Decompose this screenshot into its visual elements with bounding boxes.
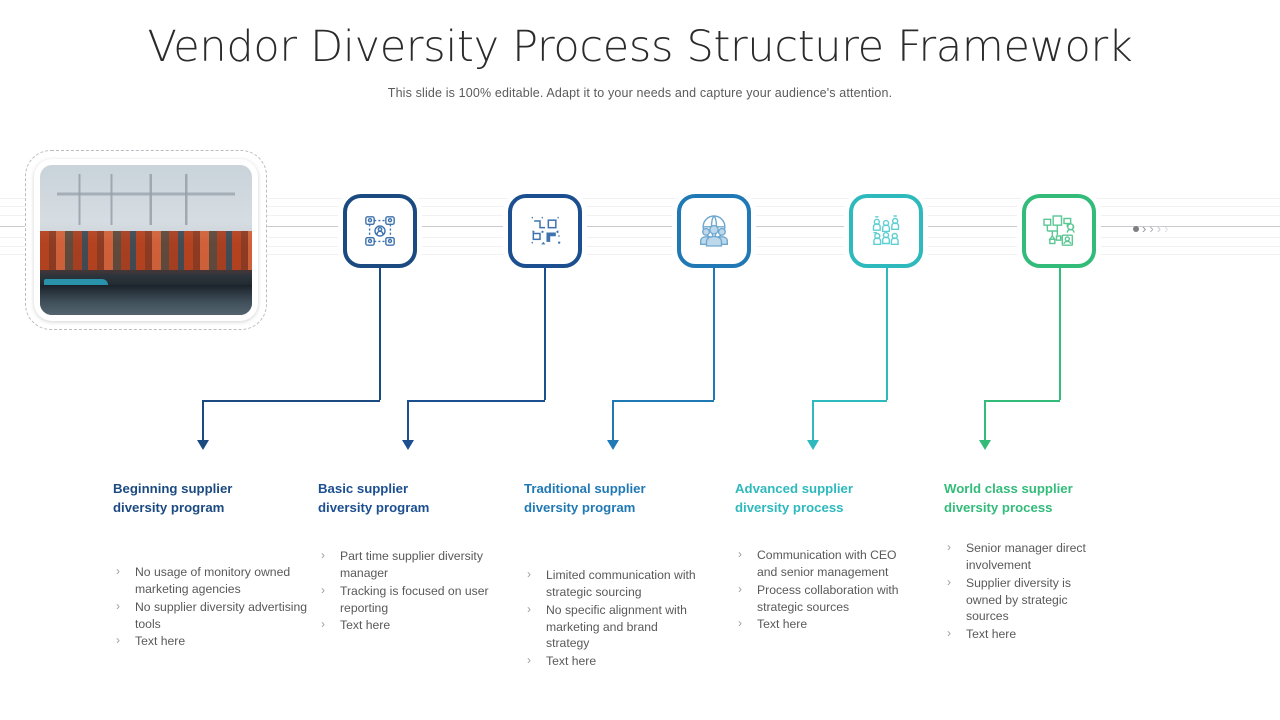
chevron-right-icon: › — [321, 548, 325, 563]
bullet-text: Part time supplier diversity manager — [340, 549, 483, 581]
stage-heading-4: Advanced supplier diversity process — [735, 481, 853, 515]
stage-heading-3: Traditional supplier diversity program — [524, 481, 646, 515]
chevron-right-icon: › — [1156, 221, 1162, 236]
list-item: › Communication with CEO and senior manag… — [735, 547, 900, 580]
list-item: › Supplier diversity is owned by strategi… — [944, 575, 1109, 625]
bullet-text: Limited communication with strategic sou… — [546, 568, 696, 600]
list-item: › No supplier diversity advertising tools — [113, 599, 308, 632]
bullet-text: No usage of monitory owned marketing age… — [135, 565, 291, 597]
bullet-text: Text here — [757, 617, 808, 632]
timeline-end-marker: › › › › — [1133, 222, 1168, 235]
stage-bullets-5: › Senior manager direct involvement › Supp… — [944, 540, 1109, 642]
list-item: › Text here — [735, 616, 900, 633]
stage-node-1[interactable] — [343, 194, 417, 268]
people-group-icon — [872, 215, 900, 246]
connector-5 — [972, 266, 1072, 456]
chevron-right-icon: › — [116, 598, 120, 613]
stage-heading-1: Beginning supplier diversity program — [113, 481, 233, 515]
stage-column-2: Basic supplier diversity program › Part t… — [318, 480, 498, 635]
timeline-rails — [0, 196, 1280, 266]
bullet-text: Text here — [966, 626, 1017, 641]
org-chart-icon — [1043, 215, 1075, 246]
stage-column-5: World class supplier diversity process ›… — [944, 480, 1109, 644]
chevron-right-icon: › — [947, 625, 951, 640]
list-item: › Tracking is focused on user reporting — [318, 583, 498, 616]
list-item: › Text here — [524, 653, 704, 670]
connector-4 — [800, 266, 900, 456]
stage-node-5[interactable] — [1022, 194, 1096, 268]
chevron-right-icon: › — [321, 582, 325, 597]
stage-column-1: Beginning supplier diversity program › No… — [113, 480, 308, 651]
connector-1 — [190, 266, 385, 456]
bullet-text: Text here — [340, 618, 391, 633]
list-item: › Text here — [113, 633, 308, 650]
list-item: › Text here — [944, 626, 1109, 643]
stage-bullets-1: › No usage of monitory owned marketing ag… — [113, 564, 308, 650]
chevron-right-icon: › — [527, 652, 531, 667]
stage-node-2[interactable] — [508, 194, 582, 268]
list-item: › Process collaboration with strategic so… — [735, 582, 900, 615]
chevron-right-icon: › — [1164, 221, 1169, 236]
list-item: › Limited communication with strategic so… — [524, 567, 704, 600]
connector-2 — [395, 266, 555, 456]
bullet-text: Communication with CEO and senior manage… — [757, 548, 897, 580]
chevron-right-icon: › — [527, 567, 531, 582]
bullet-text: Tracking is focused on user reporting — [340, 583, 489, 615]
list-item: › No usage of monitory owned marketing ag… — [113, 564, 308, 597]
timeline-end-dot — [1133, 225, 1139, 232]
stage-node-4[interactable] — [849, 194, 923, 268]
chevron-right-icon: › — [947, 540, 951, 555]
list-item: › Part time supplier diversity manager — [318, 548, 498, 581]
chevron-right-icon: › — [738, 616, 742, 631]
stage-bullets-2: › Part time supplier diversity manager › T… — [318, 548, 498, 634]
chevron-right-icon: › — [738, 547, 742, 562]
photo-card — [34, 159, 258, 321]
container-ship-port-cranes-photo — [40, 165, 252, 315]
stage-heading-5: World class supplier diversity process — [944, 481, 1073, 515]
list-item: › Senior manager direct involvement — [944, 540, 1109, 573]
photo-tugboat — [44, 279, 108, 294]
stage-bullets-4: › Communication with CEO and senior manag… — [735, 547, 900, 633]
chevron-right-icon: › — [321, 617, 325, 632]
bullet-text: Senior manager direct involvement — [966, 541, 1086, 573]
list-item: › Text here — [318, 617, 498, 634]
stage-bullets-3: › Limited communication with strategic so… — [524, 567, 704, 669]
stage-node-3[interactable] — [677, 194, 751, 268]
chevron-right-icon: › — [947, 574, 951, 589]
bullet-text: No supplier diversity advertising tools — [135, 599, 308, 631]
chevron-right-icon: › — [1149, 221, 1154, 236]
chevron-right-icon: › — [738, 581, 742, 596]
chevron-right-icon: › — [116, 633, 120, 648]
list-item: › No specific alignment with marketing an… — [524, 602, 704, 652]
chevron-right-icon: › — [527, 601, 531, 616]
network-people-icon — [365, 216, 395, 246]
photo-containers — [40, 231, 252, 270]
bullet-text: Process collaboration with strategic sou… — [757, 582, 899, 614]
stage-column-3: Traditional supplier diversity program ›… — [524, 480, 704, 671]
global-team-icon — [700, 215, 728, 247]
puzzle-blocks-icon — [531, 216, 561, 245]
bullet-text: No specific alignment with marketing and… — [546, 602, 687, 651]
page-title: Vendor Diversity Process Structure Frame… — [147, 22, 1133, 72]
bullet-text: Text here — [135, 634, 186, 649]
connector-3 — [600, 266, 725, 456]
bullet-text: Text here — [546, 653, 597, 668]
stage-column-4: Advanced supplier diversity process › Com… — [735, 480, 900, 634]
bullet-text: Supplier diversity is owned by strategic… — [966, 575, 1071, 624]
stage-heading-2: Basic supplier diversity program — [318, 481, 430, 515]
page-subtitle: This slide is 100% editable. Adapt it to… — [387, 86, 893, 100]
chevron-right-icon: › — [1142, 221, 1147, 236]
chevron-right-icon: › — [116, 564, 120, 579]
